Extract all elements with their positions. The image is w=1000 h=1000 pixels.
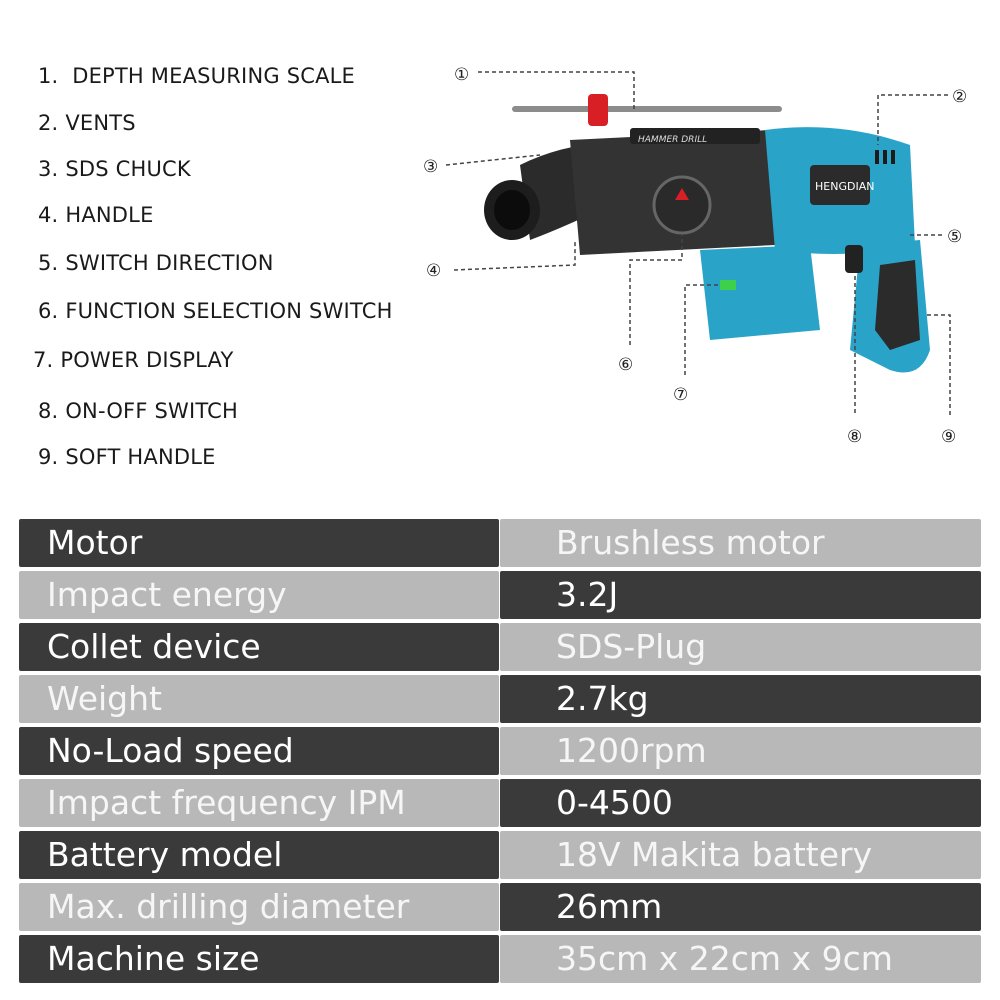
- spec-value: Brushless motor: [500, 519, 981, 567]
- feature-number: 8.: [38, 399, 59, 423]
- trigger: [845, 245, 863, 273]
- feature-text: POWER DISPLAY: [60, 348, 234, 372]
- feature-number: 9.: [38, 445, 59, 469]
- callout-line-4: [453, 240, 576, 271]
- spec-value: 18V Makita battery: [500, 831, 981, 879]
- feature-item-8: 8. ON-OFF SWITCH: [38, 399, 238, 423]
- callout-line-2: [877, 94, 948, 145]
- callout-line-6: [629, 235, 683, 345]
- feature-number: 2.: [38, 111, 59, 135]
- feature-item-1: 1. DEPTH MEASURING SCALE: [38, 64, 355, 88]
- hammer-drill-illustration: HENGDIAN HAMMER DRILL ① ② ③ ④ ⑤ ⑥ ⑦ ⑧ ⑨: [420, 50, 1000, 460]
- callout-2: ②: [952, 87, 967, 107]
- feature-item-4: 4. HANDLE: [38, 203, 154, 227]
- spec-value: 1200rpm: [500, 727, 981, 775]
- hammer-drill-drawing: HENGDIAN HAMMER DRILL ① ② ③ ④ ⑤ ⑥ ⑦ ⑧ ⑨: [423, 65, 967, 447]
- callout-line-7: [684, 284, 720, 375]
- callout-4: ④: [426, 261, 441, 281]
- callout-lines: [445, 71, 951, 415]
- spec-row-machine-size: Machine size 35cm x 22cm x 9cm: [19, 935, 981, 983]
- feature-text: ON-OFF SWITCH: [65, 399, 239, 423]
- feature-item-2: 2. VENTS: [38, 111, 136, 135]
- spec-label: Max. drilling diameter: [19, 883, 499, 931]
- feature-item-7: 7. POWER DISPLAY: [33, 348, 234, 372]
- feature-text: SOFT HANDLE: [65, 445, 216, 469]
- callout-1: ①: [454, 65, 469, 85]
- brand-text: HENGDIAN: [815, 180, 874, 193]
- callout-line-1: [478, 71, 635, 110]
- feature-item-9: 9. SOFT HANDLE: [38, 445, 216, 469]
- callout-6: ⑥: [618, 355, 633, 375]
- vents: [875, 150, 895, 164]
- vent-slot: [875, 150, 879, 164]
- feature-item-6: 6. FUNCTION SELECTION SWITCH: [38, 299, 393, 323]
- feature-text: SWITCH DIRECTION: [65, 251, 274, 275]
- depth-clamp: [588, 94, 608, 126]
- spec-table: Motor Brushless motor Impact energy 3.2J…: [19, 519, 981, 986]
- feature-number: 5.: [38, 251, 59, 275]
- spec-row-battery-model: Battery model 18V Makita battery: [19, 831, 981, 879]
- spec-row-impact-frequency: Impact frequency IPM 0-4500: [19, 779, 981, 827]
- callout-3: ③: [423, 157, 438, 177]
- spec-row-motor: Motor Brushless motor: [19, 519, 981, 567]
- callout-5: ⑤: [947, 227, 962, 247]
- model-text: HAMMER DRILL: [638, 135, 707, 145]
- spec-label: No-Load speed: [19, 727, 499, 775]
- depth-rod: [512, 106, 782, 112]
- spec-label: Machine size: [19, 935, 499, 983]
- spec-value: 26mm: [500, 883, 981, 931]
- feature-text: SDS CHUCK: [65, 157, 191, 181]
- spec-label: Weight: [19, 675, 499, 723]
- feature-number: 7.: [33, 348, 54, 372]
- spec-row-collet-device: Collet device SDS-Plug: [19, 623, 981, 671]
- feature-item-5: 5. SWITCH DIRECTION: [38, 251, 274, 275]
- feature-list: 1. DEPTH MEASURING SCALE 2. VENTS 3. SDS…: [0, 0, 430, 480]
- spec-label: Battery model: [19, 831, 499, 879]
- brand-plate: [810, 165, 870, 205]
- spec-row-weight: Weight 2.7kg: [19, 675, 981, 723]
- spec-value: 3.2J: [500, 571, 981, 619]
- selector-arrow: [675, 188, 689, 200]
- spec-row-impact-energy: Impact energy 3.2J: [19, 571, 981, 619]
- soft-grip: [875, 260, 920, 350]
- spec-label: Collet device: [19, 623, 499, 671]
- spec-row-max-drilling-diameter: Max. drilling diameter 26mm: [19, 883, 981, 931]
- feature-text: DEPTH MEASURING SCALE: [72, 64, 356, 88]
- function-selector-knob: [652, 175, 712, 235]
- power-indicator: [720, 280, 736, 290]
- feature-item-3: 3. SDS CHUCK: [38, 157, 191, 181]
- feature-text: VENTS: [65, 111, 136, 135]
- callout-line-9: [925, 314, 951, 415]
- feature-text: HANDLE: [65, 203, 154, 227]
- feature-number: 4.: [38, 203, 59, 227]
- spec-row-no-load-speed: No-Load speed 1200rpm: [19, 727, 981, 775]
- vent-slot: [883, 150, 887, 164]
- handle-end-inner: [494, 190, 530, 230]
- spec-label: Impact energy: [19, 571, 499, 619]
- callout-9: ⑨: [941, 427, 956, 447]
- vent-slot: [891, 150, 895, 164]
- callout-7: ⑦: [673, 385, 688, 405]
- feature-number: 6.: [38, 299, 59, 323]
- spec-label: Impact frequency IPM: [19, 779, 499, 827]
- callout-8: ⑧: [847, 427, 862, 447]
- feature-number: 3.: [38, 157, 59, 181]
- top-grip: [630, 128, 760, 144]
- spec-label: Motor: [19, 519, 499, 567]
- battery-mount: [700, 245, 820, 340]
- spec-value: 0-4500: [500, 779, 981, 827]
- feature-number: 1.: [38, 64, 59, 88]
- spec-value: SDS-Plug: [500, 623, 981, 671]
- spec-value: 35cm x 22cm x 9cm: [500, 935, 981, 983]
- feature-text: FUNCTION SELECTION SWITCH: [65, 299, 393, 323]
- callout-line-3: [445, 154, 541, 166]
- spec-value: 2.7kg: [500, 675, 981, 723]
